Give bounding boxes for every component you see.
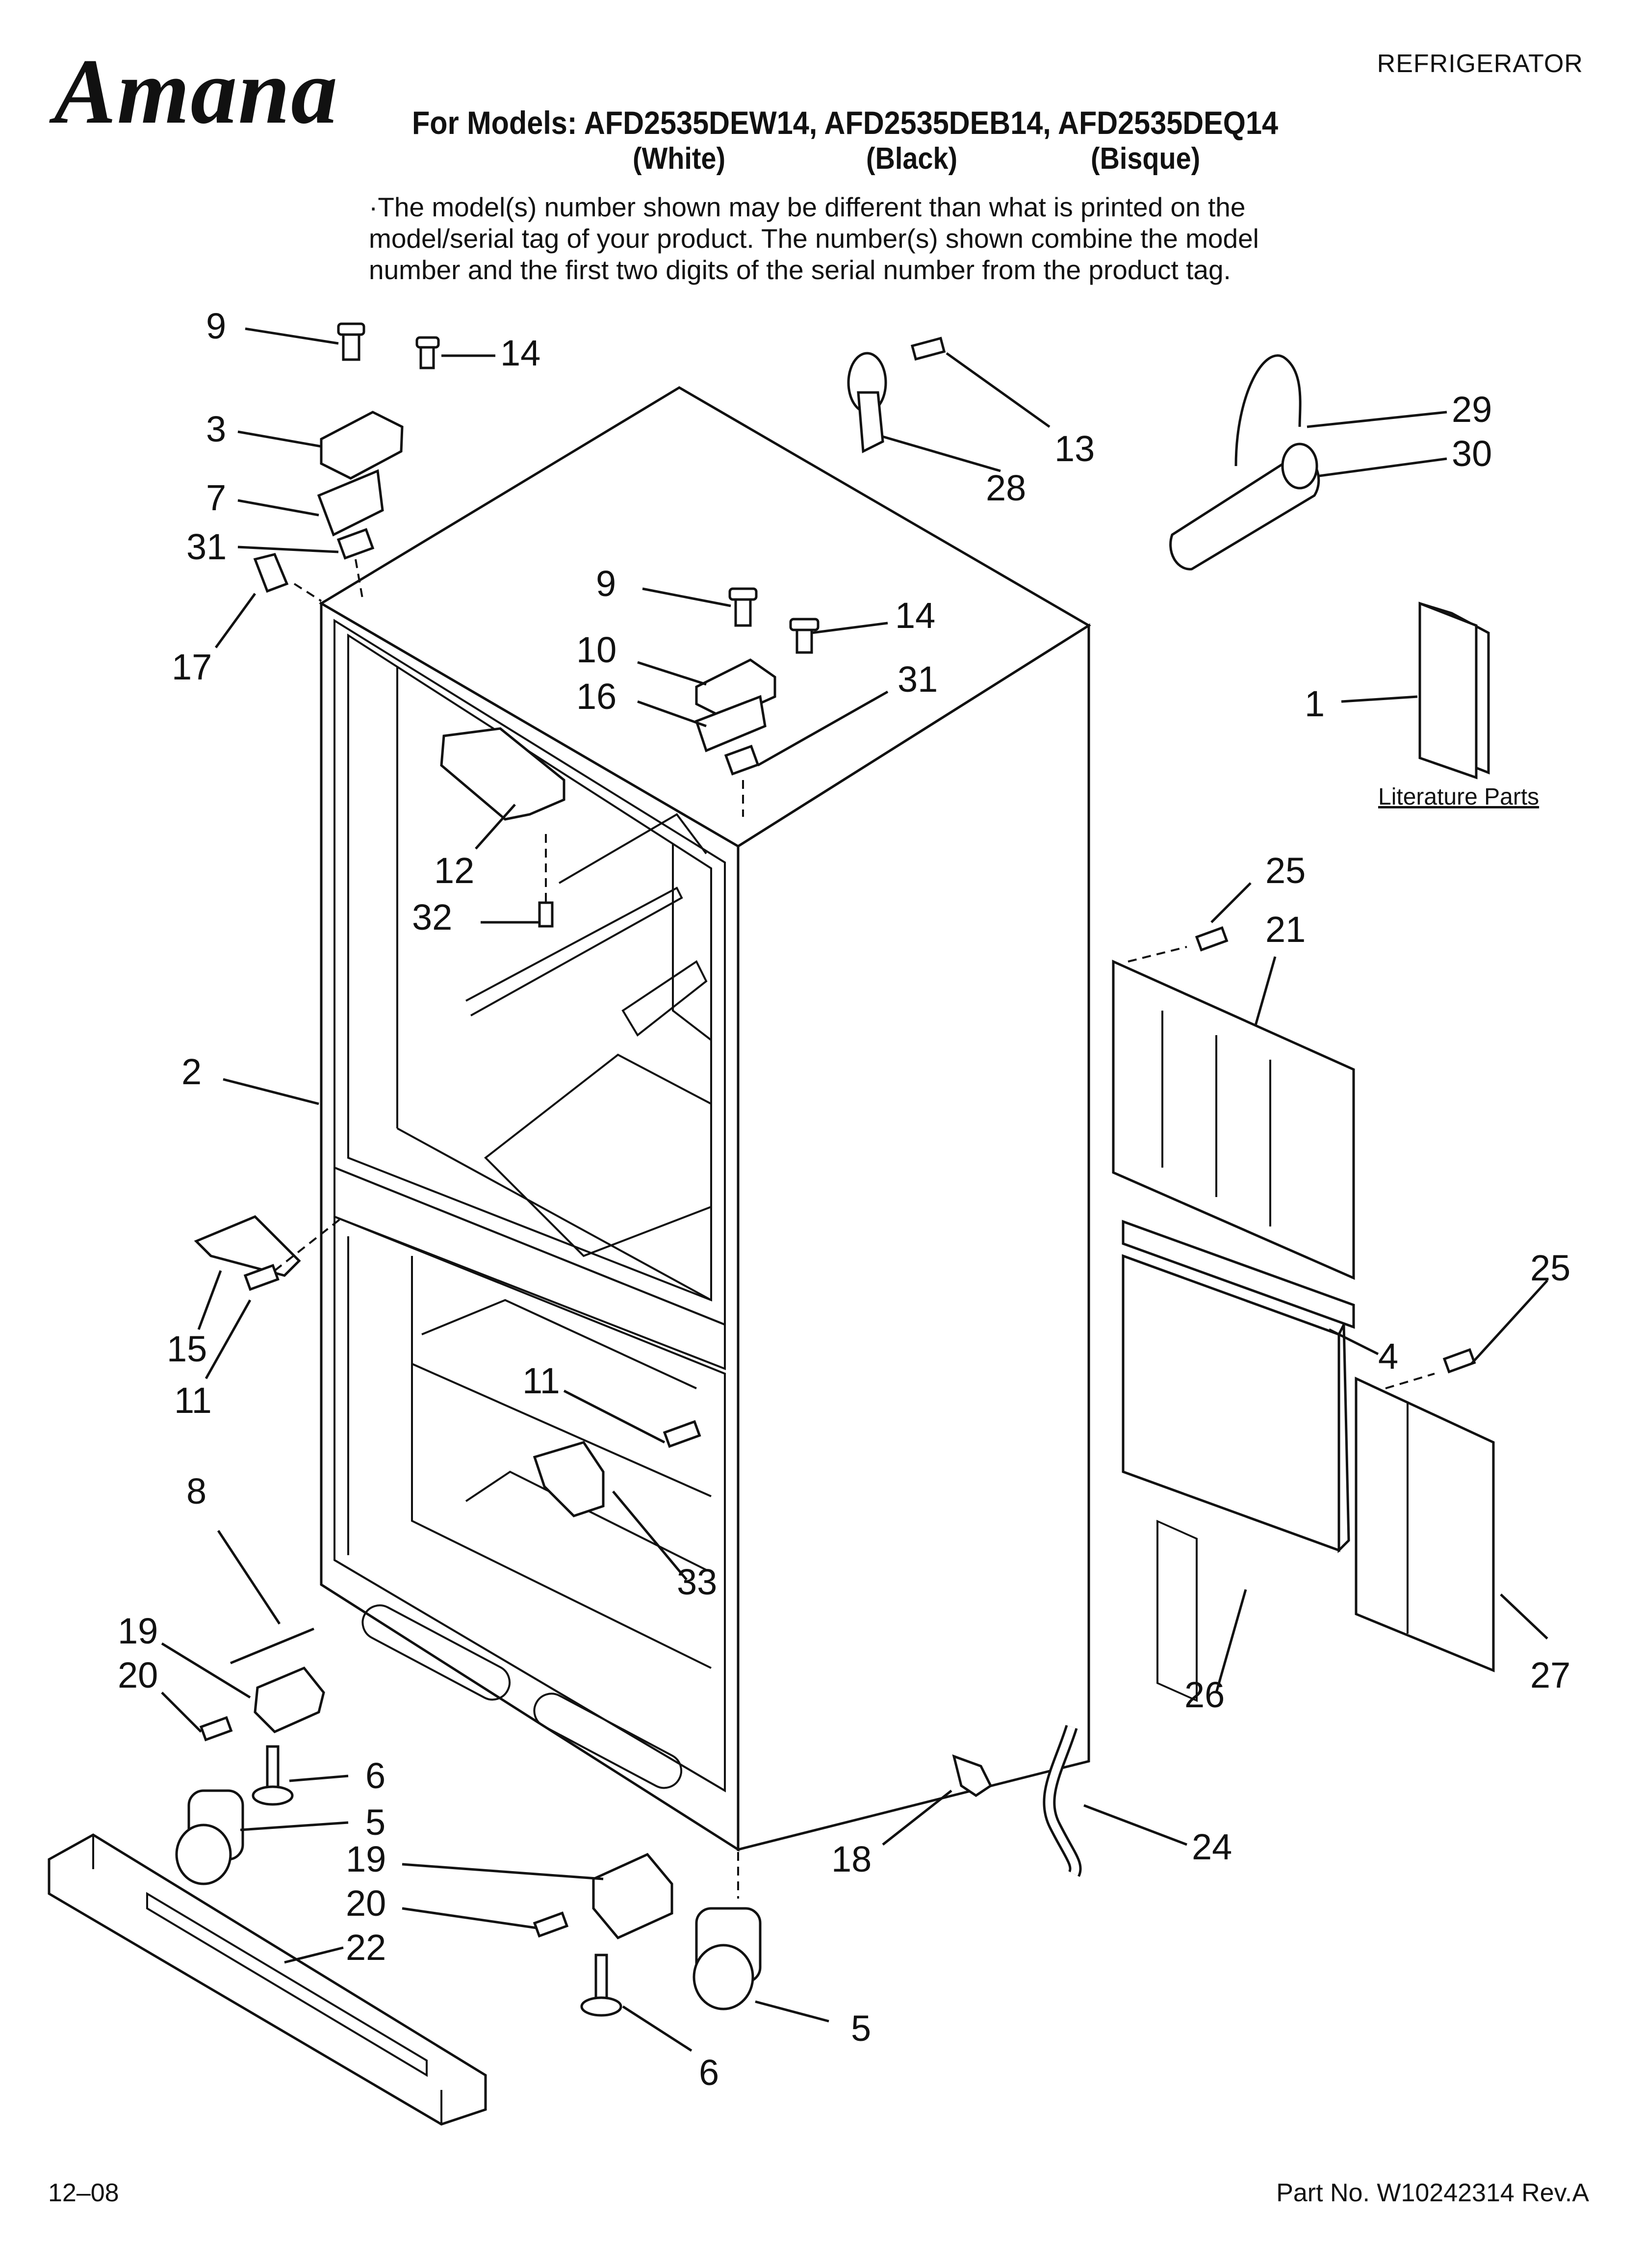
- toe-grille: [48, 1833, 487, 2126]
- right-roller-assembly: [533, 1852, 762, 2017]
- rear-panels: [1112, 926, 1495, 1702]
- callout-29: 29: [1452, 389, 1492, 430]
- callout-2: 2: [181, 1051, 202, 1092]
- callout-14: 14: [500, 333, 540, 373]
- lower-hinge: [533, 1420, 701, 1517]
- callout-18: 18: [831, 1839, 872, 1879]
- callout-13: 13: [1054, 428, 1095, 469]
- revision-date: 12–08: [48, 2179, 119, 2207]
- callout-32: 32: [412, 897, 452, 938]
- top-left-hinge: [253, 322, 440, 602]
- callout-17: 17: [172, 647, 212, 687]
- top-right-parts: [847, 337, 1320, 571]
- top-center-hinge: [694, 587, 820, 817]
- callout-25: 25: [1530, 1248, 1570, 1288]
- callout-7: 7: [206, 477, 226, 518]
- callout-15: 15: [167, 1329, 207, 1369]
- callout-24: 24: [1192, 1826, 1232, 1867]
- product-category: REFRIGERATOR: [1377, 50, 1583, 78]
- callout-20: 20: [346, 1883, 386, 1924]
- callout-26: 26: [1184, 1674, 1225, 1715]
- note-line: model/serial tag of your product. The nu…: [369, 223, 1259, 254]
- callout-22: 22: [346, 1927, 386, 1968]
- brand-logo: Amana: [54, 40, 339, 143]
- part-number: Part No. W10242314 Rev.A: [1276, 2179, 1589, 2207]
- callout-8: 8: [186, 1471, 206, 1512]
- callout-16: 16: [576, 676, 616, 717]
- callout-20: 20: [118, 1655, 158, 1695]
- callout-10: 10: [576, 629, 616, 670]
- callout-28: 28: [986, 468, 1026, 508]
- variant-bisque: (Bisque): [1091, 142, 1201, 176]
- literature-booklet: [1418, 601, 1490, 780]
- left-roller-assembly: [175, 1627, 325, 1885]
- callout-1: 1: [1305, 683, 1325, 724]
- model-note: ·The model(s) number shown may be differ…: [369, 191, 1350, 286]
- callout-5: 5: [851, 2008, 871, 2049]
- callout-31: 31: [898, 659, 938, 700]
- callout-9: 9: [206, 306, 226, 346]
- callout-5: 5: [365, 1802, 385, 1843]
- callout-11: 11: [174, 1380, 212, 1421]
- variant-black: (Black): [866, 142, 958, 176]
- callout-9: 9: [596, 563, 616, 604]
- note-line: ·The model(s) number shown may be differ…: [369, 192, 1246, 222]
- variant-white: (White): [633, 142, 726, 176]
- note-line: number and the first two digits of the s…: [369, 255, 1231, 285]
- callout-3: 3: [206, 409, 226, 449]
- callout-12: 12: [434, 850, 474, 891]
- cabinet: [319, 386, 1091, 1852]
- callout-14: 14: [895, 595, 935, 636]
- callout-27: 27: [1530, 1655, 1570, 1695]
- callout-30: 30: [1452, 433, 1492, 474]
- callout-6: 6: [699, 2052, 719, 2093]
- leader-lines: [161, 327, 1548, 2052]
- callout-labels: 9 14 3 7 31 17 13 28 29 30 9 14 10 16 31…: [118, 306, 1570, 2093]
- callout-11: 11: [522, 1360, 560, 1401]
- models-line: For Models: AFD2535DEW14, AFD2535DEB14, …: [412, 104, 1279, 141]
- callout-19: 19: [118, 1611, 158, 1651]
- callout-33: 33: [677, 1562, 717, 1602]
- callout-19: 19: [346, 1839, 386, 1879]
- literature-parts-label: Literature Parts: [1378, 784, 1539, 810]
- callout-21: 21: [1265, 909, 1306, 950]
- clip-and-tube: [952, 1725, 1082, 1877]
- middle-hinge: [194, 1215, 344, 1291]
- center-parts: [440, 727, 565, 928]
- callout-25: 25: [1265, 850, 1306, 891]
- callout-31: 31: [186, 526, 227, 567]
- callout-4: 4: [1378, 1336, 1398, 1377]
- callout-6: 6: [365, 1755, 385, 1796]
